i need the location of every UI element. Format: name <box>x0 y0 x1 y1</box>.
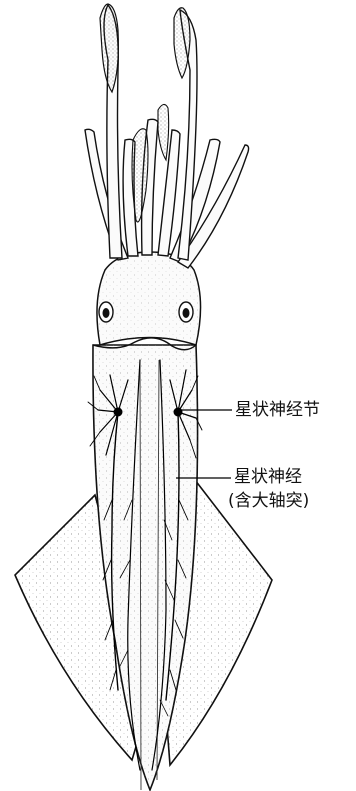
stellate-nerve-note-label: (含大轴突) <box>228 491 309 511</box>
stellate-nerve-label: 星状神经 <box>234 467 302 487</box>
stellate-ganglion-label: 星状神经节 <box>235 400 320 420</box>
